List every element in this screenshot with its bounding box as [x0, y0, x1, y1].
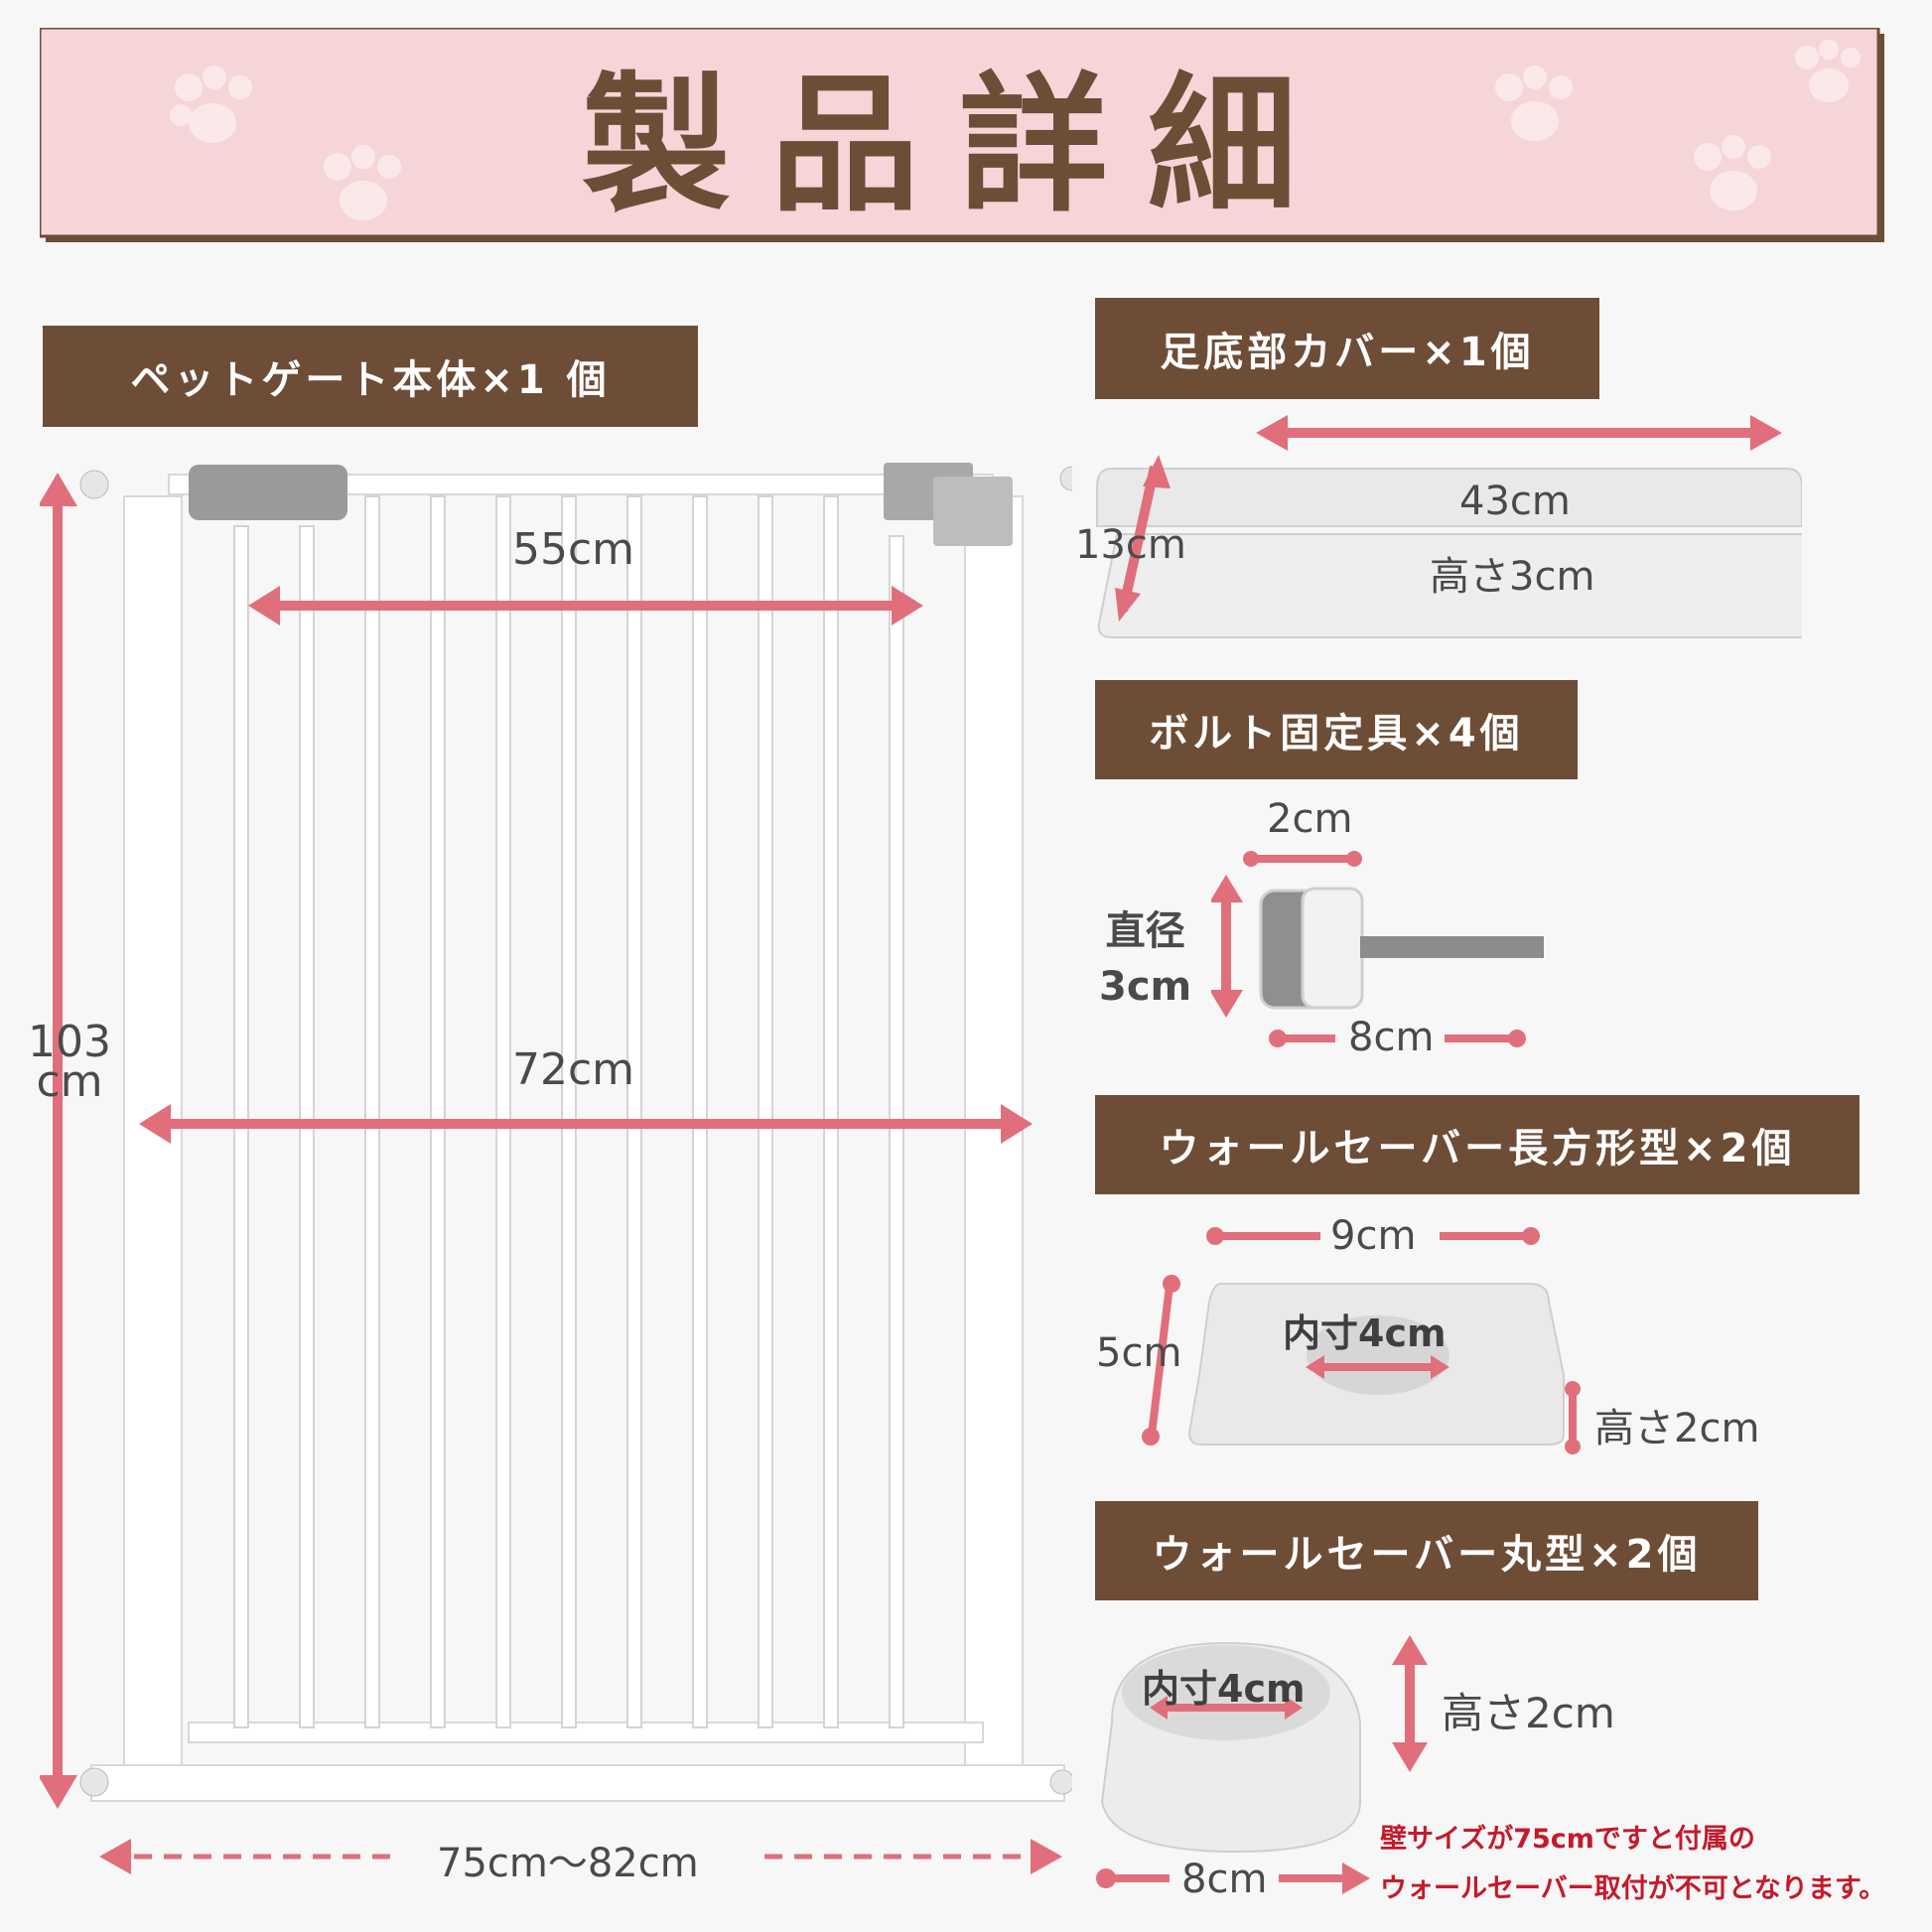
- rect-inner-arrow: [1306, 1355, 1449, 1379]
- gate-height-label: 103 cm: [24, 1021, 115, 1104]
- gate-range-arrow: [99, 1839, 1062, 1874]
- rect-saver-recess: [1307, 1315, 1449, 1395]
- gate-width-arrow: [139, 1104, 1033, 1144]
- floor-bar: [90, 1764, 1065, 1802]
- rect-depth-label: 5cm: [1096, 1330, 1182, 1376]
- round-height-label: 高さ2cm: [1442, 1689, 1615, 1737]
- inner-width-arrow: [248, 586, 923, 625]
- round-height-arrow: [1392, 1635, 1428, 1772]
- cover-top-piece: [1096, 468, 1802, 527]
- gate-width-label: 72cm: [512, 1044, 635, 1095]
- gate-bars: [233, 495, 904, 1728]
- gate-height-unit: cm: [36, 1056, 103, 1107]
- right-post: [964, 495, 1024, 1798]
- gate-inner-width-label: 55cm: [512, 524, 635, 575]
- rect-depth-arrow: [1142, 1275, 1180, 1446]
- bottom-right-knob: [1049, 1769, 1072, 1795]
- bolt-diameter-caption: 直径: [1105, 908, 1185, 954]
- gate-height-value: 103: [28, 1017, 111, 1067]
- cover-length-arrow: [1256, 415, 1782, 451]
- rect-saver-illustration: [1142, 1227, 1581, 1454]
- foot-cover-illustration: [1096, 415, 1802, 638]
- gate-handle[interactable]: [189, 465, 347, 520]
- round-inner-label: 内寸4cm: [1142, 1667, 1306, 1711]
- rect-height-arrow: [1565, 1381, 1581, 1454]
- cover-length-label: 43cm: [1459, 479, 1571, 524]
- rect-height-label: 高さ2cm: [1594, 1406, 1760, 1451]
- top-right-knob: [1059, 466, 1072, 491]
- cover-height-label: 高さ3cm: [1430, 554, 1595, 600]
- round-saver-recess: [1122, 1645, 1330, 1740]
- note-line-1: 壁サイズが75cmですと付属の: [1380, 1824, 1755, 1855]
- bolt-length-arrow: [1269, 1030, 1526, 1047]
- cover-bottom-piece: [1097, 533, 1802, 638]
- bolt-thread: [1360, 936, 1544, 958]
- bolt-diameter-arrow: [1211, 875, 1243, 1018]
- round-saver-illustration: [1100, 1635, 1428, 1854]
- bottom-rail: [188, 1722, 984, 1743]
- bolt-illustration: [1211, 851, 1544, 1018]
- gate-height-arrow: [40, 473, 77, 1809]
- round-inner-arrow: [1150, 1696, 1303, 1720]
- cover-width-arrow: [1115, 455, 1171, 621]
- rect-width-arrow: [1206, 1227, 1540, 1245]
- cover-width-label: 13cm: [1075, 522, 1186, 568]
- gate-label: ペットゲート本体×1 個: [43, 326, 698, 427]
- pressure-mount: [933, 477, 1013, 546]
- bolt-head-label: 2cm: [1267, 796, 1353, 842]
- round-diameter-label: 8cm: [1181, 1857, 1268, 1902]
- top-left-knob: [79, 470, 109, 499]
- bolt-knob: [1301, 887, 1364, 1010]
- rect-inner-label: 内寸4cm: [1283, 1311, 1447, 1355]
- round-saver-label: ウォールセーバー丸型×2個: [1095, 1501, 1758, 1600]
- gate-illustration: [40, 463, 1072, 1874]
- bottom-left-knob: [79, 1767, 109, 1797]
- bolt-length-label: 8cm: [1348, 1015, 1435, 1060]
- bolt-label: ボルト固定具×4個: [1095, 680, 1578, 779]
- bolt-head-arrow: [1243, 851, 1362, 867]
- page-title: 製品詳細: [582, 60, 1336, 232]
- paw-print-icons: [170, 40, 1861, 220]
- foot-cover-label: 足底部カバー×1個: [1095, 298, 1599, 399]
- rect-width-label: 9cm: [1330, 1213, 1417, 1259]
- round-diameter-arrow: [1096, 1863, 1370, 1894]
- left-post: [123, 495, 183, 1798]
- note-line-2: ウォールセーバー取付が不可となります。: [1380, 1873, 1886, 1904]
- bolt-diameter-label: 直径 3cm: [1099, 903, 1191, 1015]
- gate-range-label: 75cm〜82cm: [437, 1841, 699, 1886]
- banner-graphic: 製品詳細: [38, 26, 1884, 242]
- rect-saver-label: ウォールセーバー長方形型×2個: [1095, 1095, 1860, 1194]
- bolt-diameter-value: 3cm: [1099, 964, 1192, 1010]
- title-banner: 製品詳細: [38, 26, 1892, 256]
